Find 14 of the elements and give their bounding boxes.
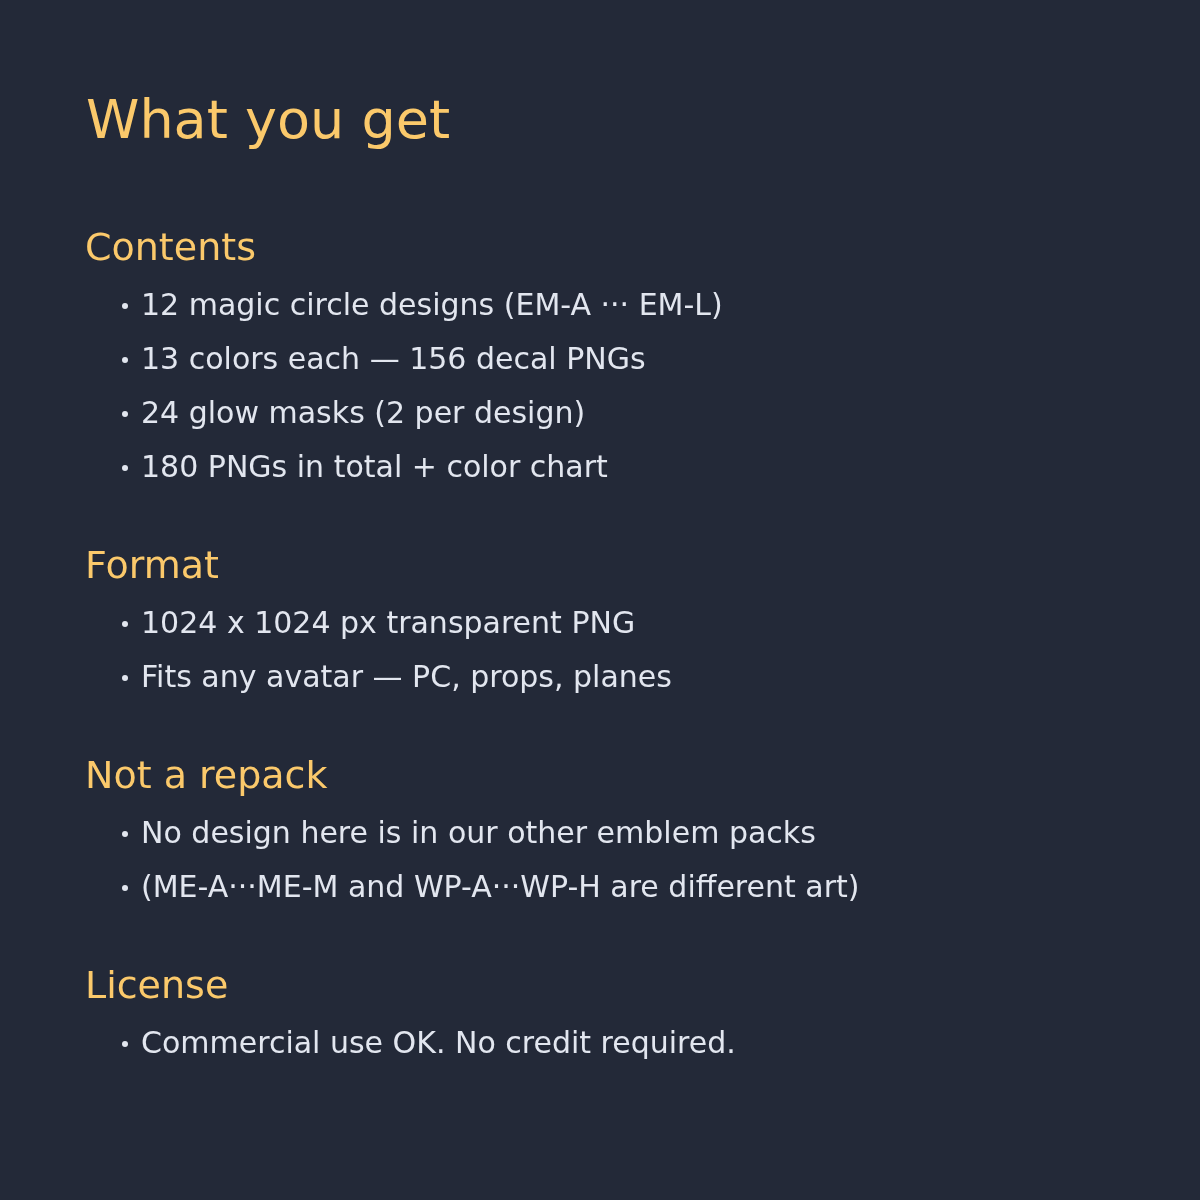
list-item: 1024 x 1024 px transparent PNG — [141, 605, 636, 641]
list-item: 24 glow masks (2 per design) — [141, 395, 586, 431]
list-item: 13 colors each — 156 decal PNGs — [141, 341, 646, 377]
list-item: Fits any avatar — PC, props, planes — [141, 659, 672, 695]
list-item: 12 magic circle designs (EM-A ··· EM-L) — [141, 287, 723, 323]
section-heading: Contents — [85, 225, 256, 271]
section-heading: Not a repack — [85, 753, 328, 799]
list-item: Commercial use OK. No credit required. — [141, 1025, 736, 1061]
list-item: 180 PNGs in total + color chart — [141, 449, 608, 485]
page-title: What you get — [86, 88, 451, 153]
list-item: (ME-A···ME-M and WP-A···WP-H are different art) — [141, 869, 860, 905]
section-heading: Format — [85, 543, 219, 589]
list-item: No design here is in our other emblem packs — [141, 815, 816, 851]
section-heading: License — [85, 963, 229, 1009]
